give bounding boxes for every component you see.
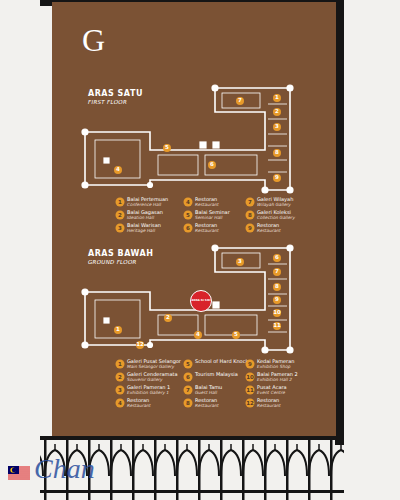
legend-translation: Restaurant bbox=[195, 404, 219, 408]
legend-text: Balai Tamu bbox=[195, 385, 222, 390]
legend-number: 6 bbox=[184, 373, 193, 382]
legend-translation: Guest Hall bbox=[195, 391, 217, 395]
callout-number: 9 bbox=[273, 174, 281, 182]
callout-number: 2 bbox=[273, 108, 281, 116]
callout-number: 12 bbox=[136, 341, 144, 349]
legend-translation: Wilayah Gallery bbox=[257, 203, 291, 207]
legend-text: Balai Warisan bbox=[127, 223, 161, 228]
legend-number: 11 bbox=[246, 386, 255, 395]
legend-translation: Event Centre bbox=[257, 391, 285, 395]
legend-number: 3 bbox=[116, 386, 125, 395]
watermark: Chan bbox=[34, 455, 95, 483]
floor-subheading: GROUND FLOOR bbox=[88, 260, 137, 266]
callout-number: 5 bbox=[232, 331, 240, 339]
legend-translation: Collection Gallery bbox=[257, 216, 295, 220]
legend-translation: Heritage Hall bbox=[127, 229, 155, 233]
callout-number: 4 bbox=[114, 166, 122, 174]
legend-translation: Restaurant bbox=[257, 404, 281, 408]
legend-text: Balai Pertemuan bbox=[127, 197, 168, 202]
legend-text: Galeri Cenderamata bbox=[127, 372, 178, 377]
legend-text: Galeri Pameran 1 bbox=[127, 385, 170, 390]
callout-number: 4 bbox=[194, 331, 202, 339]
legend-number: 4 bbox=[116, 399, 125, 408]
legend-text: Restoran bbox=[195, 197, 217, 202]
legend-translation: Souvenir Gallery bbox=[127, 378, 163, 382]
legend-number: 8 bbox=[184, 399, 193, 408]
callout-number: 1 bbox=[114, 326, 122, 334]
legend-translation: Conference Hall bbox=[127, 203, 161, 207]
legend-text: Balai Seminar bbox=[195, 210, 230, 215]
legend-number: 8 bbox=[246, 211, 255, 220]
legend-text: Restoran bbox=[195, 223, 217, 228]
floor-letter: G bbox=[82, 24, 105, 56]
floor-heading: ARAS BAWAH bbox=[88, 250, 153, 258]
legend-translation: Seminar Hall bbox=[195, 216, 223, 220]
callout-number: 6 bbox=[273, 254, 281, 262]
legend-number: 12 bbox=[246, 399, 255, 408]
callout-number: 8 bbox=[273, 149, 281, 157]
legend-text: School of Hard Knocks bbox=[195, 359, 251, 364]
callout-number: 3 bbox=[273, 123, 281, 131]
legend-text: Restoran bbox=[127, 398, 149, 403]
legend-number: 7 bbox=[184, 386, 193, 395]
legend-text: Balai Pameran 2 bbox=[257, 372, 298, 377]
callout-number: 6 bbox=[208, 161, 216, 169]
callout-number: 3 bbox=[236, 258, 244, 266]
callout-number: 8 bbox=[273, 283, 281, 291]
callout-number: 10 bbox=[273, 309, 281, 317]
callout-number: 11 bbox=[273, 322, 281, 330]
legend-translation: Exhibition Hall 2 bbox=[257, 378, 292, 382]
floor-subheading: FIRST FLOOR bbox=[88, 100, 127, 106]
legend-number: 4 bbox=[184, 198, 193, 207]
callout-number: 7 bbox=[273, 268, 281, 276]
legend-translation: Exhibition Shop bbox=[257, 365, 291, 369]
legend-text: Tourism Malaysia bbox=[195, 372, 238, 377]
legend-number: 9 bbox=[246, 360, 255, 369]
legend-number: 2 bbox=[116, 211, 125, 220]
legend-number: 7 bbox=[246, 198, 255, 207]
legend-translation: Restaurant bbox=[195, 203, 219, 207]
legend-translation: Ideation Hall bbox=[127, 216, 154, 220]
legend-number: 2 bbox=[116, 373, 125, 382]
legend-number: 6 bbox=[184, 224, 193, 233]
callout-number: 1 bbox=[273, 94, 281, 102]
legend-text: Pusat Acara bbox=[257, 385, 287, 390]
legend-text: Galeri Koleksi bbox=[257, 210, 291, 215]
legend-number: 5 bbox=[184, 360, 193, 369]
legend-number: 5 bbox=[184, 211, 193, 220]
legend-text: Kedai Pameran bbox=[257, 359, 294, 364]
callout-number: 9 bbox=[273, 296, 281, 304]
callout-number: 2 bbox=[164, 314, 172, 322]
legend-text: Balai Gagasan bbox=[127, 210, 163, 215]
legend-translation: Exhibition Gallery 1 bbox=[127, 391, 169, 395]
callout-number: 7 bbox=[236, 97, 244, 105]
callout-number: 5 bbox=[163, 144, 171, 152]
legend-text: Restoran bbox=[195, 398, 217, 403]
floor-heading: ARAS SATU bbox=[88, 90, 143, 98]
legend-translation: Restaurant bbox=[195, 229, 219, 233]
node-text: ANDA DI SINI bbox=[192, 300, 211, 303]
legend-number: 1 bbox=[116, 360, 125, 369]
legend-number: 9 bbox=[246, 224, 255, 233]
legend-text: Restoran bbox=[257, 398, 279, 403]
legend-translation: Restaurant bbox=[257, 229, 281, 233]
legend-translation: Main Selangor Gallery bbox=[127, 365, 174, 369]
legend-text: Restoran bbox=[257, 223, 279, 228]
legend-number: 1 bbox=[116, 198, 125, 207]
legend-translation: Restaurant bbox=[127, 404, 151, 408]
legend-number: 10 bbox=[246, 373, 255, 382]
legend-number: 3 bbox=[116, 224, 125, 233]
legend-text: Galeri Pusat Selangor bbox=[127, 359, 181, 364]
legend-text: Galeri Wilayah bbox=[257, 197, 293, 202]
